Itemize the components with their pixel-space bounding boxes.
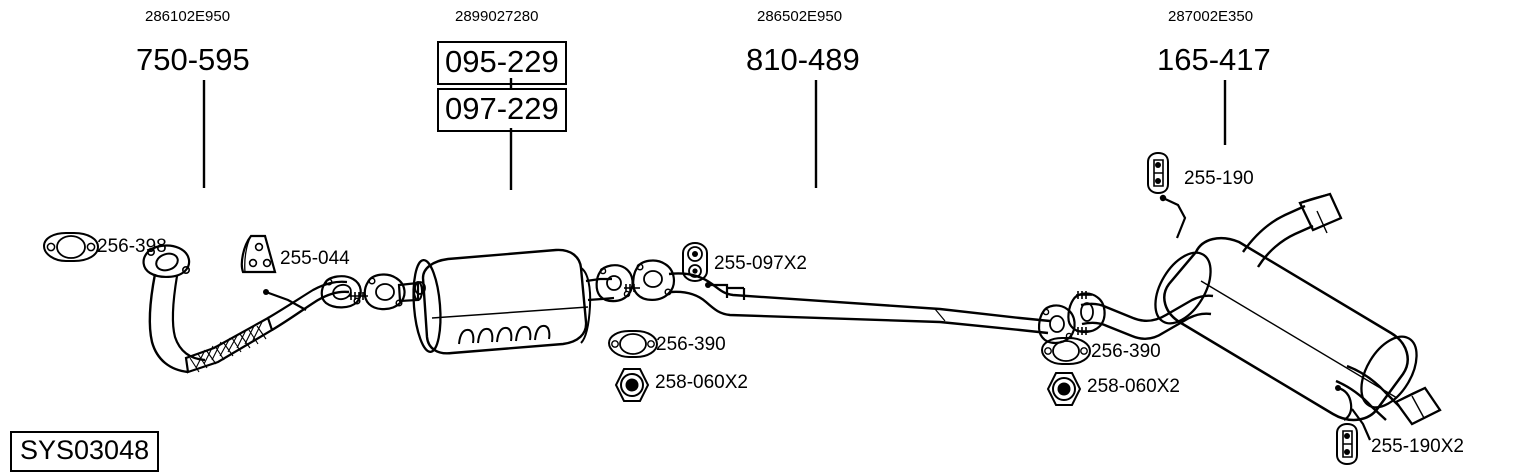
center-outlet-flange-b [632, 259, 675, 301]
rear-tailpipe-lower-tip-seam [1411, 395, 1425, 419]
label-hanger-rear-bottom: 255-190X2 [1371, 436, 1464, 457]
center-outlet-b-hole-2 [664, 288, 672, 296]
intermediate-hanger-tip [705, 282, 711, 288]
front-pipe-outer-left [148, 273, 189, 374]
rear-tailpipe-upper-tip-seam [1316, 210, 1328, 234]
center-muffler-body [421, 248, 588, 355]
label-bracket-front: 255-044 [280, 248, 350, 269]
code-group-4: 165-417 [1157, 42, 1271, 77]
flex-braid-mesh [189, 321, 267, 373]
rear-hanger-wire-top-tip [1159, 194, 1167, 202]
rear-tailpipe-upper-tip [1298, 192, 1343, 232]
label-nut-rear: 258-060X2 [1087, 376, 1180, 397]
part-number-group-3: 286502E950 [757, 8, 843, 25]
part-number-group-4: 287002E350 [1168, 8, 1254, 25]
center-muffler-assembly [363, 248, 675, 355]
front-pipe-rear-flange [320, 275, 362, 309]
center-outlet-flange-b-bore [643, 270, 663, 288]
intermediate-rear-hole-1 [1042, 308, 1050, 316]
front-pipe-outer-right [271, 290, 350, 332]
rear-hanger-wire-bottom [1351, 408, 1372, 441]
label-gasket-center: 256-390 [656, 334, 726, 355]
center-outlet-flange-a [595, 264, 634, 303]
oval-gasket-icon [1040, 337, 1092, 365]
oval-gasket-icon [42, 232, 100, 262]
part-number-group-1: 286102E950 [145, 8, 231, 25]
front-pipe-inner-right [267, 280, 348, 319]
label-mount-center: 255-097X2 [714, 253, 807, 274]
front-pipe-inner-left [171, 275, 206, 362]
intermediate-pipe-bottom-edge [670, 290, 1049, 335]
center-muffler-nipple [414, 281, 426, 295]
center-muffler-fins [458, 324, 551, 345]
code-group-1: 750-595 [136, 42, 250, 77]
code-group-2-secondary: 097-229 [437, 88, 567, 132]
front-rear-flange-hole-2 [353, 297, 361, 305]
oval-gasket-icon [607, 330, 659, 358]
center-outlet-flange-a-bore [606, 275, 622, 291]
rear-hanger-wire-bottom-tip [1335, 385, 1341, 391]
intermediate-pipe-assembly [668, 272, 1076, 345]
front-pipe-hanger-rod [265, 290, 307, 311]
intermediate-hanger-hook [707, 283, 729, 298]
intermediate-pipe-kink [934, 308, 946, 322]
rear-silencer-seam [1200, 280, 1398, 399]
front-pipe-flange-bore [155, 252, 179, 272]
center-outlet-bolts [624, 284, 640, 292]
center-muffler-seam [431, 306, 589, 319]
rear-tailpipe-upper-top [1242, 204, 1306, 253]
intermediate-rear-flange [1037, 304, 1076, 345]
muffler-inlet-hole-1 [368, 277, 376, 285]
rubber-hanger-icon [1336, 422, 1358, 466]
muffler-inlet-flange [363, 273, 406, 311]
center-muffler-front-cap [412, 258, 442, 354]
rear-inlet-pipe-top [1080, 294, 1214, 323]
rear-inlet-pipe-bottom [1081, 312, 1212, 341]
rear-hanger-hook-bottom [1337, 386, 1353, 421]
hanger-bracket-icon [240, 234, 277, 274]
label-nut-center: 258-060X2 [655, 372, 748, 393]
intermediate-rear-flange-bore [1049, 315, 1065, 333]
code-group-2-primary: 095-229 [437, 41, 567, 85]
rear-tailpipe-upper-bottom [1256, 224, 1314, 268]
rear-tailpipe-lower-bottom [1335, 379, 1387, 421]
rear-tailpipe-lower-tip-rim [1395, 387, 1426, 403]
center-muffler-rear-cap [580, 267, 592, 344]
front-flange-bolt-hole-1 [147, 248, 156, 257]
front-flange-bolt-hole-2 [182, 265, 191, 274]
flex-braid-outline [184, 316, 274, 374]
label-hanger-rear-top: 255-190 [1184, 168, 1254, 189]
system-code-box: SYS03048 [10, 431, 160, 472]
front-pipe-flange [142, 244, 191, 278]
front-pipe-hanger-tip [263, 289, 269, 295]
hex-nut-icon [614, 368, 650, 402]
rear-inlet-bolts [1076, 291, 1092, 335]
rear-inlet-flange-bore [1080, 302, 1094, 322]
leader-lines [202, 78, 1227, 190]
muffler-inlet-bore [375, 283, 395, 301]
rear-inlet-flange [1067, 292, 1106, 334]
front-pipe-assembly [142, 244, 368, 374]
center-outlet-b-hole-1 [636, 263, 644, 271]
rear-hanger-wire-top [1162, 197, 1187, 239]
center-outlet-a-hole-1 [599, 267, 607, 275]
rear-silencer-left-cap [1154, 251, 1212, 325]
rubber-hanger-icon [1147, 151, 1169, 195]
rear-silencer-body [1163, 236, 1409, 422]
front-pipe-rear-flange-bore [332, 283, 352, 301]
label-gasket-rear: 256-390 [1091, 341, 1161, 362]
hex-nut-icon [1046, 372, 1082, 406]
front-rear-flange-hole-1 [325, 278, 333, 286]
rear-silencer-assembly [1067, 192, 1442, 441]
center-outlet-a-hole-2 [623, 290, 631, 298]
code-group-3: 810-489 [746, 42, 860, 77]
rubber-mount-icon [682, 241, 708, 283]
part-number-group-2: 2899027280 [455, 8, 539, 25]
rear-tailpipe-lower-top [1346, 364, 1400, 407]
rear-tailpipe-upper-tip-rim [1299, 193, 1331, 204]
